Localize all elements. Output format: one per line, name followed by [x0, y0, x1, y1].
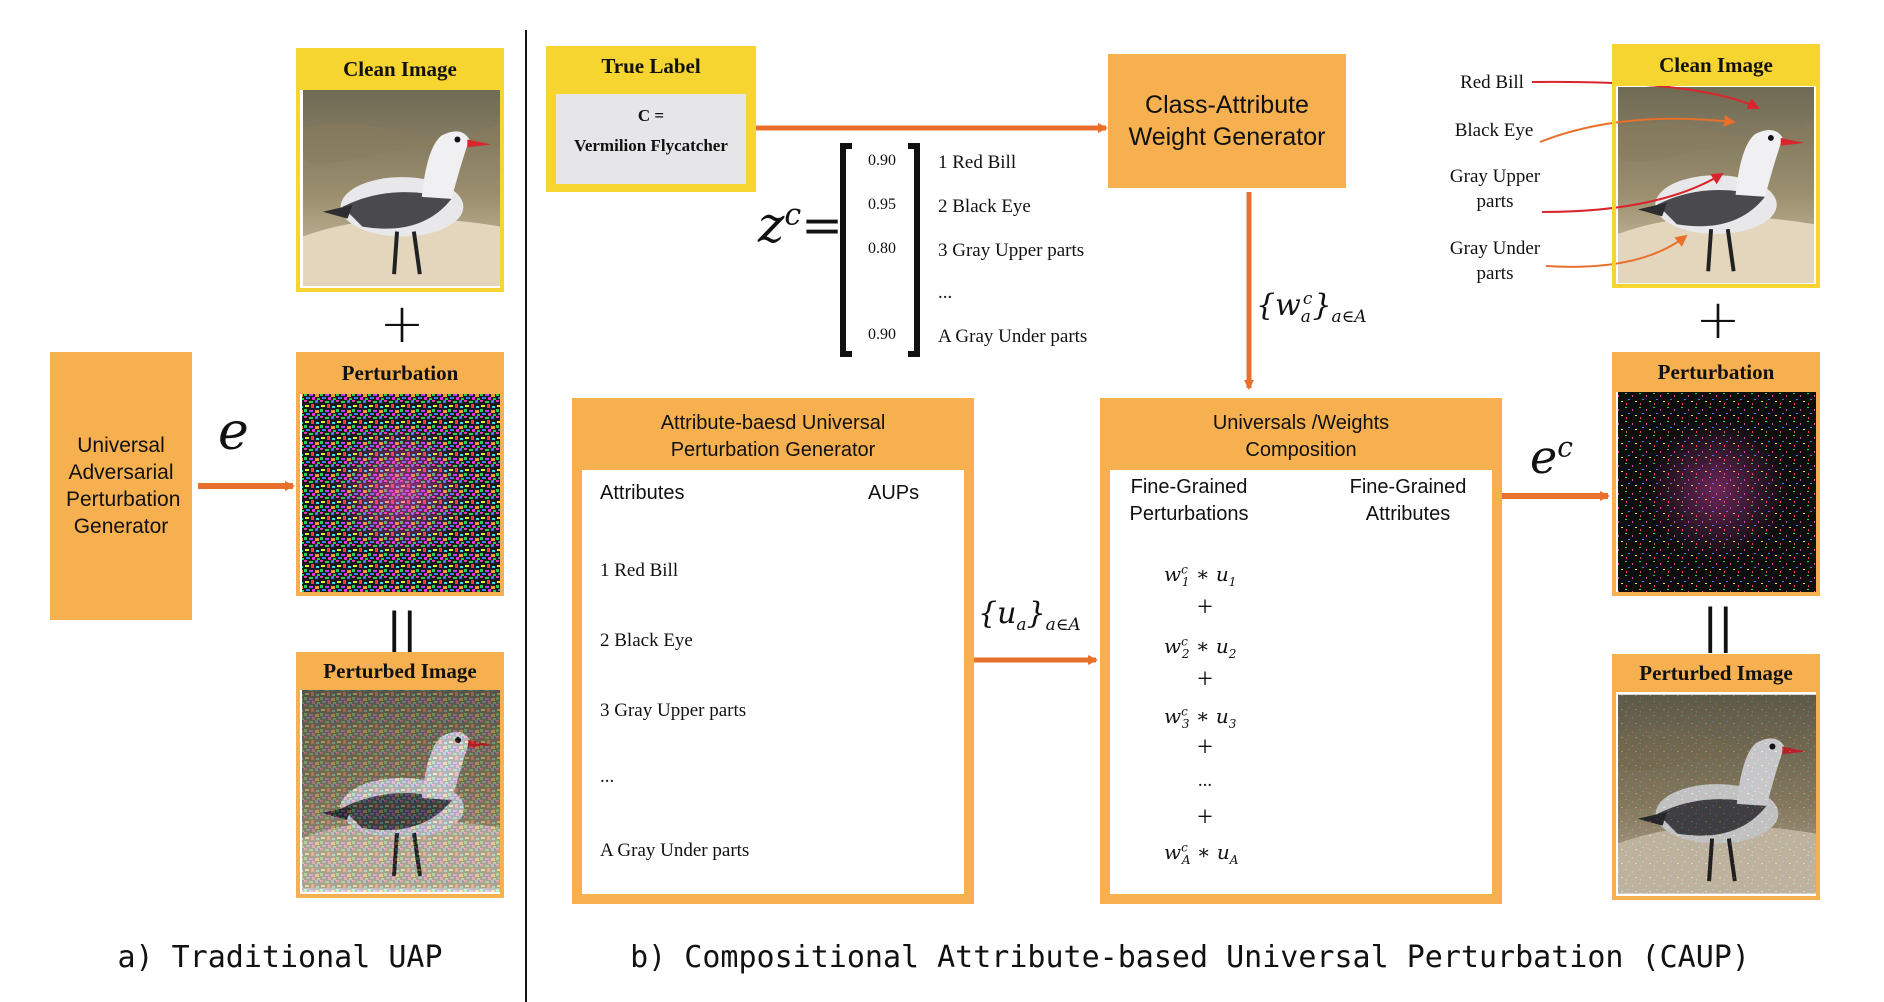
caption-a: a) Traditional UAP [117, 940, 443, 975]
perturbed-image-frame-a: Perturbed Image [296, 652, 504, 898]
composition-body: Fine-Grained Perturbations Fine-Grained … [1110, 470, 1492, 894]
weight-generator-label: Class-Attribute Weight Generator [1128, 91, 1326, 151]
plus-4: + [1197, 802, 1213, 833]
e-c-symbol: ec [1530, 430, 1573, 484]
term-3: wc3 ∗ u3 [1164, 704, 1237, 731]
fine-attributes-header: Fine-Grained Attributes [1349, 476, 1467, 525]
clean-image-title-b: Clean Image [1612, 44, 1820, 86]
class-attribute-weight-generator: Class-Attribute Weight Generator [1108, 54, 1346, 188]
plus-2: + [1197, 664, 1213, 695]
attribute-1: 1 Red Bill [600, 560, 679, 581]
term-2: wc2 ∗ u2 [1164, 634, 1237, 661]
z-label-1: 1 Red Bill [938, 152, 1017, 173]
term-a: wcA ∗ uA [1164, 840, 1239, 867]
z-value-3: 0.80 [868, 240, 896, 257]
plus-3: + [1197, 732, 1213, 763]
true-label-value-box: C = Vermilion Flycatcher [556, 94, 746, 184]
u-set-label: {ua}a∈A [978, 596, 1081, 635]
z-label-dots: ... [938, 282, 953, 303]
plus-b: + [1695, 288, 1741, 351]
composition-title: Universals /Weights Composition [1212, 412, 1390, 461]
composition-dots: ... [1197, 770, 1213, 791]
weights-set-label: {wac}a∈A [1256, 288, 1367, 327]
plus-a: + [379, 292, 425, 355]
equals-a: || [386, 603, 418, 657]
annotation-gray-under-parts: Gray Under parts [1449, 238, 1541, 284]
z-vector: 0.90 1 Red Bill 0.95 2 Black Eye 0.80 3 … [860, 148, 1120, 356]
uap-generator-label: Universal Adversarial Perturbation Gener… [66, 434, 181, 538]
true-label-title: True Label [601, 54, 701, 78]
clean-image-title-a: Clean Image [296, 48, 504, 90]
annotation-gray-upper-parts: Gray Upper parts [1449, 166, 1541, 212]
annotation-red-bill: Red Bill [1460, 72, 1524, 93]
z-label-3: 3 Gray Upper parts [938, 240, 1085, 261]
perturbation-frame-b: Perturbation [1612, 352, 1820, 596]
true-label-box: True Label C = Vermilion Flycatcher [546, 46, 756, 192]
attributes-header: Attributes [600, 482, 685, 504]
attribute-2: 2 Black Eye [600, 630, 693, 651]
perturbed-image-frame-b: Perturbed Image [1612, 654, 1820, 900]
z-value-2: 0.95 [868, 196, 896, 213]
term-1: wc1 ∗ u1 [1164, 562, 1237, 589]
z-value-a: 0.90 [868, 326, 896, 343]
caption-b: b) Compositional Attribute-based Univers… [630, 940, 1750, 975]
attribute-3: 3 Gray Upper parts [600, 700, 747, 721]
z-value-1: 0.90 [868, 152, 896, 169]
aups-header: AUPs [868, 482, 920, 504]
fine-perturbations-header: Fine-Grained Perturbations [1129, 476, 1249, 525]
perturbation-title-a: Perturbation [296, 352, 504, 394]
true-label-line2: Vermilion Flycatcher [574, 136, 728, 155]
z-label-2: 2 Black Eye [938, 196, 1031, 217]
perturbation-title-b: Perturbation [1612, 352, 1820, 392]
clean-image-frame-a: Clean Image [296, 48, 504, 292]
perturbation-frame-a: Perturbation [296, 352, 504, 596]
perturbed-image-title-b: Perturbed Image [1612, 654, 1820, 692]
clean-image-frame-b: Clean Image [1612, 44, 1820, 288]
aup-generator-body: Attributes AUPs 1 Red Bill 2 Black Eye 3… [582, 470, 964, 894]
attribute-a: A Gray Under parts [600, 840, 750, 861]
z-label-a: A Gray Under parts [938, 326, 1088, 347]
e-symbol-a: e [218, 402, 249, 462]
attribute-dots: ... [600, 766, 615, 787]
equals-b: || [1702, 599, 1734, 653]
aup-generator-title: Attribute-baesd Universal Perturbation G… [660, 412, 886, 461]
plus-1: + [1197, 592, 1213, 623]
annotation-black-eye: Black Eye [1454, 120, 1534, 141]
z-c-symbol: zc= [758, 196, 844, 254]
uap-generator-box: Universal Adversarial Perturbation Gener… [50, 352, 192, 620]
true-label-line1: C = [637, 106, 665, 125]
composition-box: Universals /Weights Composition Fine-Gra… [1100, 398, 1502, 904]
perturbed-image-title-a: Perturbed Image [296, 652, 504, 690]
aup-generator-box: Attribute-baesd Universal Perturbation G… [572, 398, 974, 904]
